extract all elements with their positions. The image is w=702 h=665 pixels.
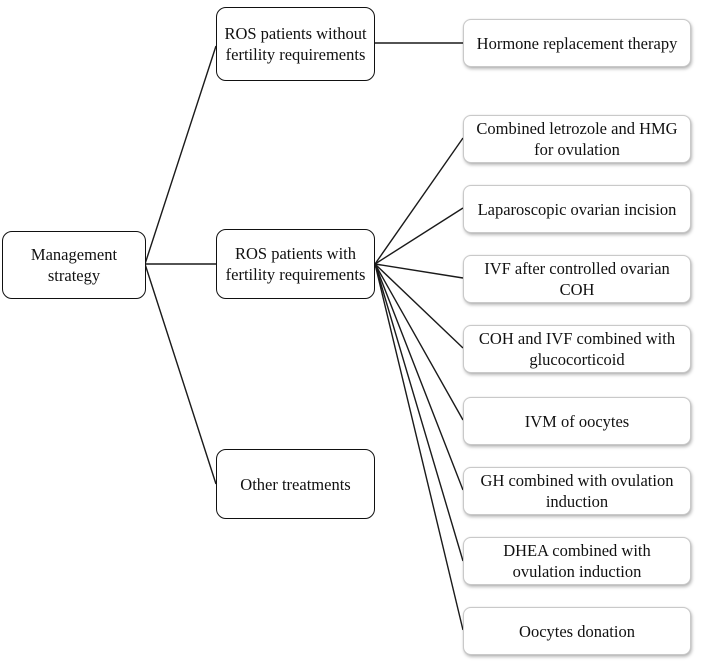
leaf-oocytes-donation: Oocytes donation [463,607,691,655]
group-without-fertility-label: ROS patients without fertility requireme… [224,24,367,64]
connector-oocytes-donation [374,263,464,631]
leaf-ivf-coh: IVF after controlled ovarian COH [463,255,691,303]
connector-coh-ivf-glucocorticoid [374,263,464,349]
leaf-ivm: IVM of oocytes [463,397,691,445]
leaf-laparoscopic-label: Laparoscopic ovarian incision [477,199,677,219]
leaf-gh-label: GH combined with ovulation induction [480,471,674,511]
leaf-oocytes-donation-label: Oocytes donation [519,621,635,641]
group-without-fertility-node: ROS patients without fertility requireme… [216,7,375,81]
group-with-fertility-node: ROS patients with fertility requirements [216,229,375,299]
connector-dhea [374,263,464,562]
connector-root-to-without-fertility [144,45,217,265]
group-other-treatments-node: Other treatments [216,449,375,519]
connector-laparoscopic [374,207,464,265]
leaf-dhea: DHEA combined with ovulation induction [463,537,691,585]
leaf-gh: GH combined with ovulation induction [463,467,691,515]
leaf-letrozole-hmg: Combined letrozole and HMG for ovulation [463,115,691,163]
root-node-label: Management strategy [30,245,118,285]
leaf-ivm-label: IVM of oocytes [524,411,630,431]
leaf-hormone-replacement: Hormone replacement therapy [463,19,691,67]
root-node: Management strategy [2,231,146,299]
connector-ivf-coh [374,263,464,279]
leaf-hormone-replacement-label: Hormone replacement therapy [476,33,678,53]
leaf-letrozole-hmg-label: Combined letrozole and HMG for ovulation [476,119,678,159]
leaf-laparoscopic: Laparoscopic ovarian incision [463,185,691,233]
connector-letrozole-hmg [374,137,464,265]
leaf-ivf-coh-label: IVF after controlled ovarian COH [484,259,670,299]
group-with-fertility-label: ROS patients with fertility requirements [225,244,366,284]
leaf-coh-ivf-glucocorticoid: COH and IVF combined with glucocorticoid [463,325,691,373]
leaf-coh-ivf-glucocorticoid-label: COH and IVF combined with glucocorticoid [478,329,676,369]
connector-ivm [374,263,464,421]
leaf-dhea-label: DHEA combined with ovulation induction [503,541,651,581]
connector-gh [374,263,464,491]
group-other-treatments-label: Other treatments [240,474,351,494]
connector-root-to-other-treatments [144,263,217,485]
